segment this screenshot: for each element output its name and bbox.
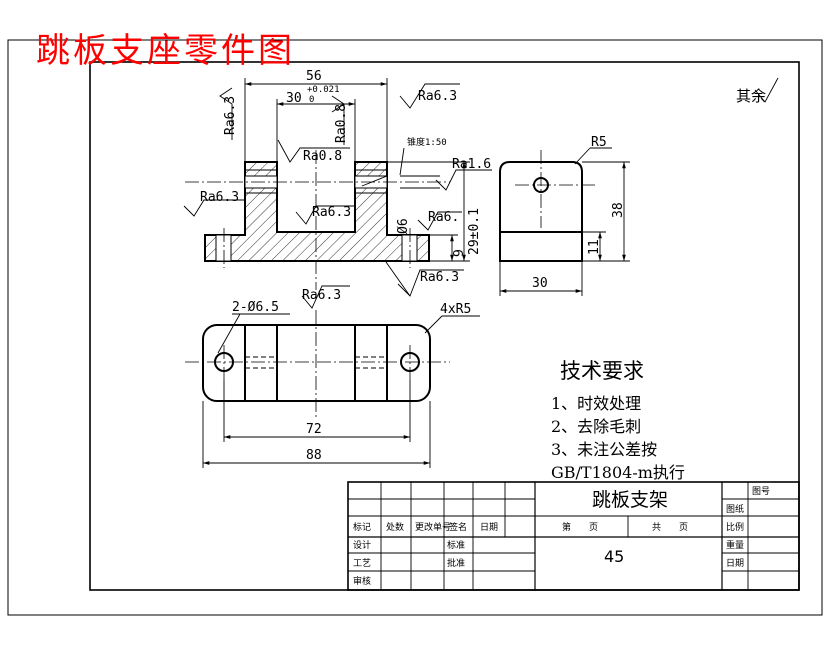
tb-h-change: 更改单号 [415, 521, 451, 533]
dim-30-side: 30 [532, 276, 548, 291]
page-title: 跳板支座零件图 [36, 31, 295, 71]
tech-req-item-2: 2、去除毛刺 [551, 417, 641, 436]
dim-r5: R5 [591, 135, 607, 150]
tb-material: 45 [604, 547, 624, 566]
tb-part-name: 跳板支架 [592, 489, 668, 511]
tb-approve: 批准 [447, 557, 465, 569]
tb-weight: 重量 [726, 539, 744, 551]
ra-slot-bottom: Ra6.3 [312, 205, 351, 220]
front-dimensions: 56 30 +0.021 0 29±0.1 9 Ø6 锥度1:50 [244, 69, 482, 262]
tech-req-title: 技术要求 [560, 359, 644, 383]
tb-process: 工艺 [353, 558, 371, 569]
side-dimensions: R5 38 11 30 [499, 135, 630, 296]
ra-partial: Ra6. [428, 210, 459, 225]
dim-11: 11 [587, 239, 602, 255]
ra-bottom: Ra6.3 [420, 270, 459, 285]
tb-total: 共 页 [652, 522, 688, 533]
tb-date: 日期 [726, 558, 744, 569]
top-view [185, 310, 450, 420]
tb-drawing-no: 图号 [752, 486, 770, 497]
dim-72: 72 [306, 422, 322, 437]
tech-req-item-4: GB/T1804-m执行 [551, 463, 685, 482]
tb-scale: 比例 [726, 521, 744, 533]
ra-08-inner: Ra0.8 [303, 149, 342, 164]
top-dimensions: 2-Ø6.5 4xR5 72 88 [202, 300, 480, 468]
tol-lower: 0 [309, 95, 314, 105]
tb-review: 审核 [353, 575, 371, 587]
tech-req-item-3: 3、未注公差按 [551, 440, 657, 459]
dim-38: 38 [611, 202, 626, 218]
dim-56: 56 [306, 69, 322, 84]
dim-29: 29±0.1 [467, 208, 482, 255]
title-block: 跳板支架 图号 45 标记 处数 更改单号 签名 日期 第 页 共 页 设计 标… [347, 481, 800, 591]
tb-design: 设计 [353, 539, 371, 551]
ra-08-vertical: Ra0.8 [334, 104, 349, 143]
tol-upper: +0.021 [307, 85, 340, 95]
technical-requirements: 技术要求 1、时效处理 2、去除毛刺 3、未注公差按 GB/T1804-m执行 [551, 359, 685, 482]
tb-h-count: 处数 [386, 521, 404, 533]
side-view [499, 150, 595, 262]
taper-note: 锥度1:50 [407, 136, 447, 148]
tb-sheet: 第 页 [562, 521, 598, 533]
ra-16: Ra1.6 [452, 157, 491, 172]
roughness-symbols: Ra6.3 Ra6.3 Ra0.8 Ra0.8 Ra1.6 Ra6.3 Ra6.… [183, 77, 779, 309]
tb-standard: 标准 [447, 539, 465, 551]
ra-left: Ra6.3 [200, 190, 239, 205]
dim-9: 9 [452, 249, 467, 257]
dim-88: 88 [306, 448, 322, 463]
ra-top: Ra6.3 [418, 89, 457, 104]
outer-border [7, 39, 823, 616]
ra-left-vertical: Ra6.3 [223, 96, 238, 135]
tb-h-sign: 签名 [449, 521, 467, 533]
other-roughness-label: 其余 [736, 87, 766, 105]
dim-2-holes: 2-Ø6.5 [232, 300, 279, 315]
tb-h-mark: 标记 [353, 521, 371, 533]
dim-30-slot: 30 [286, 91, 302, 106]
tb-h-date: 日期 [480, 522, 498, 533]
tech-req-item-1: 1、时效处理 [551, 394, 641, 413]
ra-topview: Ra6.3 [302, 288, 341, 303]
dim-4xr5: 4xR5 [440, 302, 471, 317]
dim-hole-6: Ø6 [396, 218, 411, 234]
tb-drawing: 图纸 [726, 503, 744, 515]
